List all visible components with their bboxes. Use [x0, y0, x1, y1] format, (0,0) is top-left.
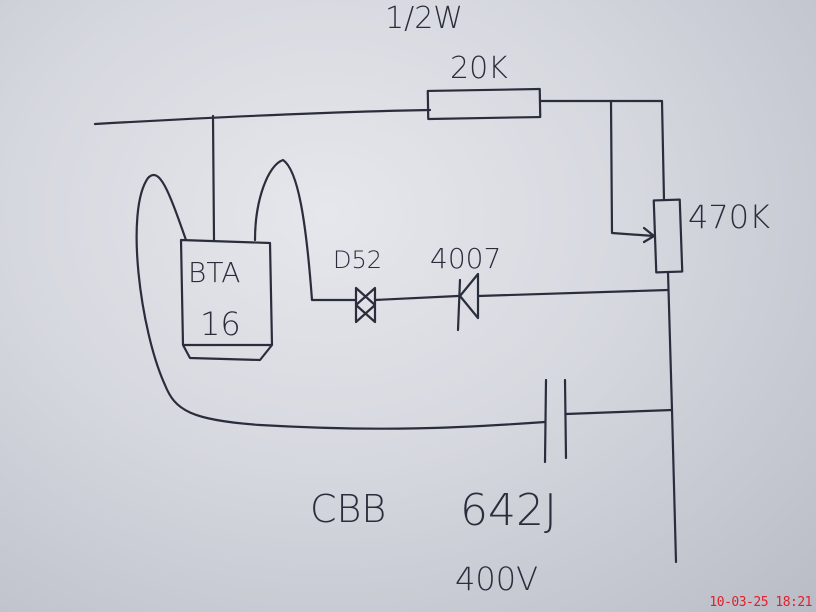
label-diode: 4007 [430, 242, 501, 275]
triac-bta16 [179, 238, 274, 362]
label-potentiometer: 470K [688, 198, 770, 236]
label-resistor-power: 1/2W [385, 1, 463, 36]
resistor-20k [426, 87, 542, 121]
label-diac: D52 [333, 246, 382, 274]
right-ear-wire [253, 158, 357, 302]
camera-timestamp: 10-03-25 18:21 [709, 595, 812, 610]
label-triac-line2: 16 [200, 305, 241, 343]
left-loop-wire [135, 174, 547, 430]
label-triac-line1: BTA [188, 256, 240, 289]
capacitor-cbb [543, 378, 568, 464]
diode-4007 [456, 272, 480, 332]
top-right-wire [538, 99, 666, 202]
input-wire [93, 108, 432, 126]
gate-wire [211, 114, 216, 242]
diode-to-rail-wire [476, 288, 670, 298]
label-capacitor-voltage: 400V [455, 560, 538, 598]
diac-d52 [354, 286, 377, 324]
label-capacitor-type: CBB [310, 487, 386, 531]
label-capacitor-code: 642J [460, 485, 557, 536]
diode-wire-mid [373, 294, 460, 302]
potentiometer-470k [652, 198, 684, 274]
label-resistor-value: 20K [450, 51, 508, 86]
right-rail-wire [666, 270, 678, 564]
wiper-wire [609, 99, 656, 244]
capacitor-to-rail-wire [564, 408, 674, 416]
